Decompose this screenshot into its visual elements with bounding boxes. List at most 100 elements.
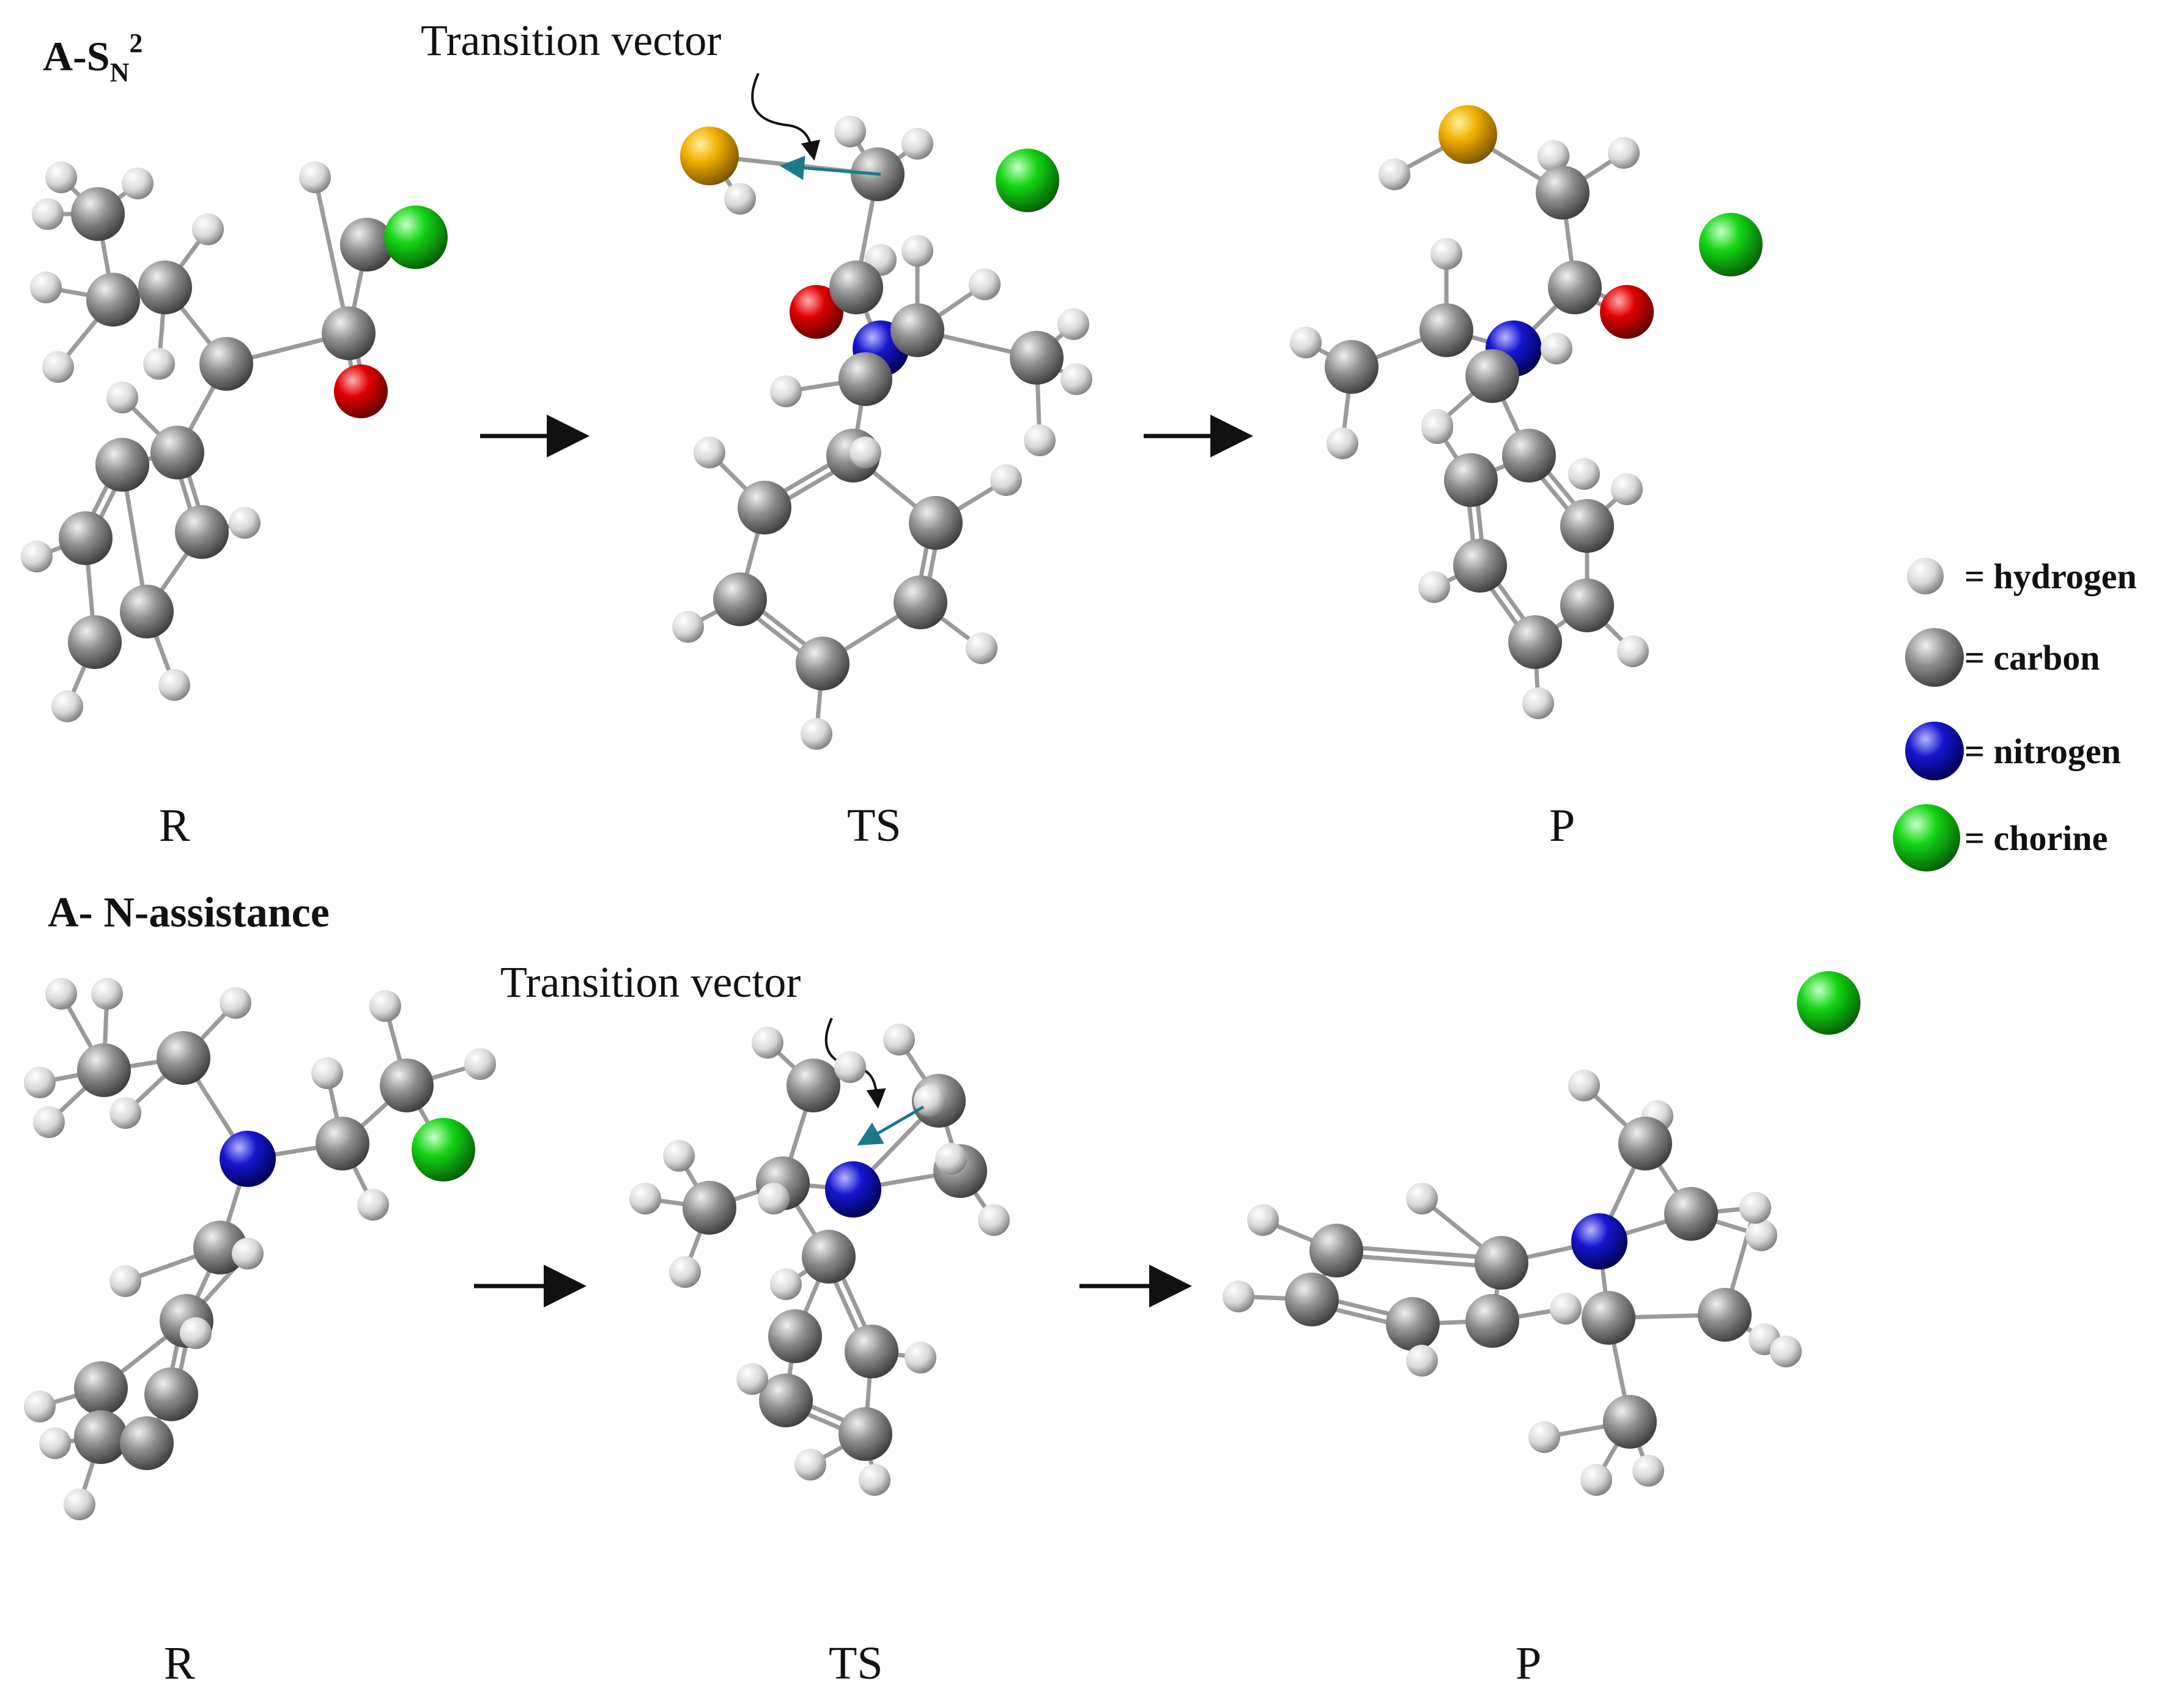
hydrogen-atom [914, 1085, 946, 1117]
hydrogen-atom [1770, 1336, 1802, 1367]
hydrogen-atom [1327, 427, 1358, 459]
hydrogen-atom [1421, 412, 1453, 444]
carbon-atom [340, 218, 394, 272]
panel-a-title-superscript: 2 [129, 28, 143, 58]
panel-a-molecule-ts [672, 116, 1092, 750]
hydrogen-atom [966, 632, 998, 664]
carbon-atom [909, 496, 963, 550]
sulfur-atom [680, 127, 739, 185]
hydrogen-atom [1528, 1421, 1560, 1453]
bond [1336, 1244, 1502, 1261]
carbon-atom [120, 1416, 174, 1470]
sulfur-atom [1438, 105, 1497, 164]
hydrogen-atom [770, 1268, 802, 1300]
carbon-atom [845, 1325, 898, 1378]
panel-a-label-ts: TS [847, 800, 901, 851]
carbon-atom [1560, 579, 1614, 632]
hydrogen-atom [1541, 333, 1572, 364]
carbon-atom [71, 187, 125, 241]
hydrogen-atom [694, 437, 725, 468]
hydrogen-atom [464, 1048, 496, 1080]
hydrogen-atom [1247, 1204, 1279, 1236]
hydrogen-atom [752, 1027, 783, 1059]
carbon-atom [175, 505, 229, 559]
carbon-atom [1502, 429, 1556, 482]
carbon-atom [380, 1059, 434, 1112]
carbon-atom [1309, 1224, 1363, 1277]
carbon-atom [838, 352, 892, 406]
hydrogen-atom [32, 198, 64, 230]
hydrogen-atom [91, 978, 123, 1010]
hydrogen-atom [1406, 1183, 1438, 1215]
panel-a: A-SN2 Transition vector R TS P [21, 16, 1763, 851]
hydrogen-atom [736, 1363, 768, 1395]
hydrogen-atom [30, 272, 62, 303]
chlorine-atom [1699, 213, 1763, 276]
oxygen-atom [1600, 285, 1654, 339]
hydrogen-atom [1568, 1070, 1600, 1101]
hydrogen-atom [672, 611, 704, 643]
hydrogen-atom [229, 507, 261, 539]
carbon-atom [1465, 349, 1519, 403]
legend-chorine-swatch [1893, 804, 1960, 871]
hydrogen-atom [39, 1427, 71, 1459]
hydrogen-atom [1580, 1464, 1612, 1496]
carbon-atom [59, 511, 113, 565]
carbon-atom [77, 1043, 131, 1097]
atom-legend: = hydrogen = carbon = nitrogen = chorine [1893, 556, 2137, 871]
carbon-atom [74, 1410, 128, 1464]
hydrogen-atom [1406, 1345, 1438, 1377]
oxygen-atom [334, 364, 388, 418]
carbon-atom [120, 585, 174, 638]
hydrogen-atom [935, 1143, 967, 1175]
carbon-atom [86, 273, 140, 327]
hydrogen-atom [1611, 473, 1643, 505]
hydrogen-atom [1538, 140, 1569, 172]
hydrogen-atom [901, 235, 933, 267]
hydrogen-atom [969, 268, 1001, 300]
hydrogen-atom [1431, 238, 1462, 270]
hydrogen-atom [357, 1189, 389, 1221]
carbon-atom [1698, 1288, 1752, 1342]
chlorine-atom [412, 1118, 475, 1181]
bond [1336, 1252, 1501, 1270]
carbon-atom [68, 615, 122, 669]
hydrogen-atom [109, 1097, 141, 1129]
hydrogen-atom [834, 1051, 866, 1083]
panel-b-molecule-r [24, 978, 496, 1520]
carbon-atom [1325, 340, 1379, 394]
hydrogen-atom [1739, 1192, 1771, 1224]
carbon-atom [1453, 539, 1507, 593]
panel-a-molecule-r [21, 161, 448, 722]
panel-b-molecule-p [1223, 971, 1860, 1496]
panel-a-transition-vector [780, 155, 881, 180]
carbon-atom [138, 261, 192, 314]
panel-b-label-ts: TS [829, 1638, 883, 1689]
hydrogen-atom [143, 348, 175, 380]
carbon-atom [150, 426, 204, 479]
hydrogen-atom [834, 116, 866, 147]
hydrogen-atom [901, 128, 933, 160]
hydrogen-atom [24, 1067, 56, 1098]
hydrogen-atom [45, 161, 77, 193]
carbon-atom [738, 481, 791, 534]
hydrogen-atom [1632, 1455, 1664, 1487]
legend-hydrogen-label: = hydrogen [1964, 556, 2137, 596]
hydrogen-atom [299, 161, 331, 193]
hydrogen-atom [1061, 363, 1092, 395]
hydrogen-atom [1057, 308, 1089, 340]
hydrogen-atom [1379, 158, 1410, 190]
legend-chorine-label: = chorine [1964, 818, 2108, 858]
carbon-atom [796, 637, 850, 690]
hydrogen-atom [801, 718, 832, 750]
hydrogen-atom [850, 437, 881, 468]
carbon-atom [1664, 1187, 1718, 1241]
carbon-atom [1465, 1294, 1519, 1348]
hydrogen-atom [311, 1057, 343, 1089]
nitrogen-atom [825, 1161, 881, 1218]
hydrogen-atom [106, 382, 138, 413]
carbon-atom [1560, 499, 1614, 553]
panel-a-label-r: R [159, 800, 190, 851]
nitrogen-atom [1571, 1213, 1627, 1270]
